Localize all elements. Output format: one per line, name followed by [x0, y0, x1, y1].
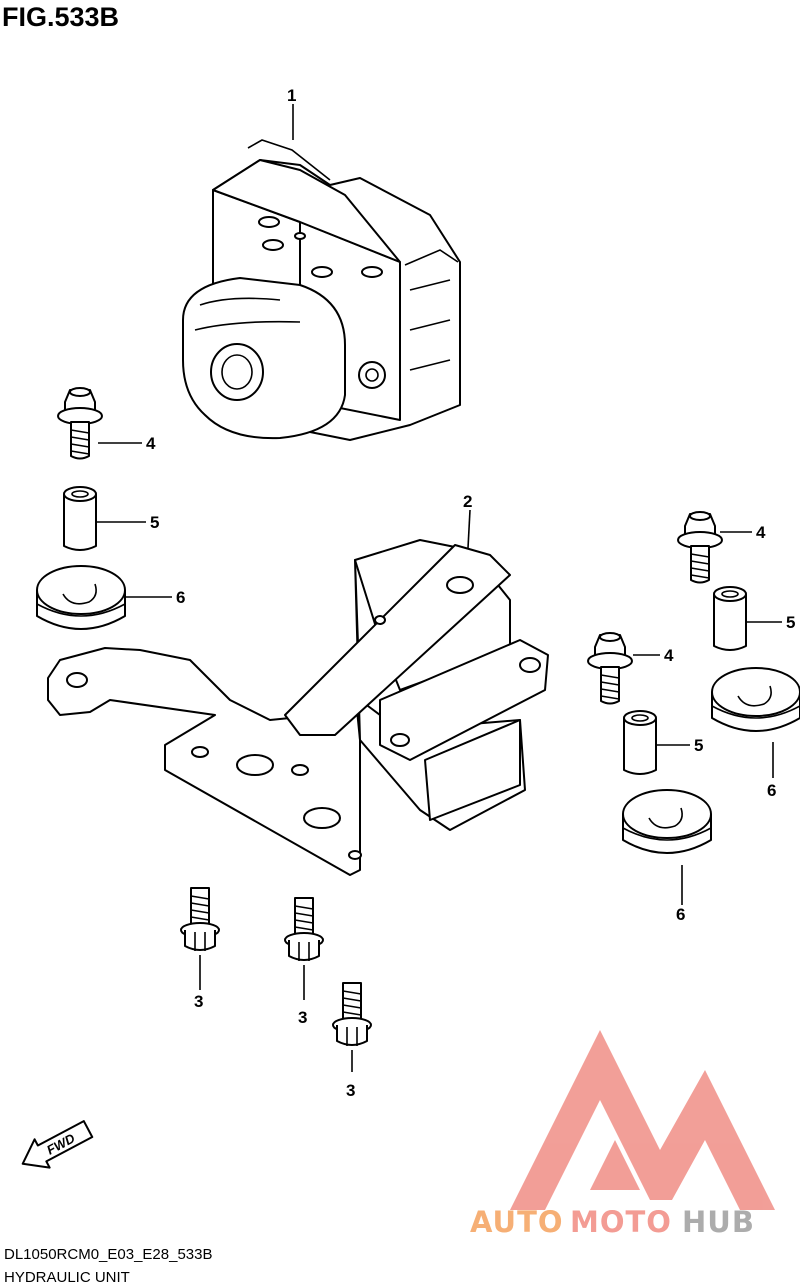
fwd-arrow-icon: FWD: [21, 1120, 94, 1169]
automotohub-logo: AUTO MOTO HUB: [470, 1030, 775, 1239]
brand-moto: MOTO: [570, 1205, 672, 1239]
callout-6b: 6: [767, 781, 776, 800]
bracket-icon: [47, 539, 549, 876]
callout-5b: 5: [786, 613, 795, 632]
figure-code: DL1050RCM0_E03_E28_533B: [4, 1246, 212, 1263]
hydraulic-unit-icon: [182, 139, 461, 441]
figure-name: HYDRAULIC UNIT: [4, 1269, 130, 1286]
callout-6c: 6: [676, 905, 685, 924]
callout-3a: 3: [194, 992, 203, 1011]
callout-2: 2: [463, 492, 472, 511]
callout-4c: 4: [664, 646, 674, 665]
brand-auto: AUTO: [470, 1205, 564, 1239]
callout-6a: 6: [176, 588, 185, 607]
brand-hub: HUB: [682, 1205, 755, 1239]
figure-title: FIG.533B: [2, 2, 119, 32]
callout-3b: 3: [298, 1008, 307, 1027]
callout-5c: 5: [694, 736, 703, 755]
callout-1: 1: [287, 86, 296, 105]
callout-4a: 4: [146, 434, 156, 453]
callout-5a: 5: [150, 513, 159, 532]
callout-3c: 3: [346, 1081, 355, 1100]
flange-bolt-icon: [180, 887, 372, 1047]
callout-4b: 4: [756, 523, 766, 542]
logo-mark: [510, 1030, 775, 1210]
